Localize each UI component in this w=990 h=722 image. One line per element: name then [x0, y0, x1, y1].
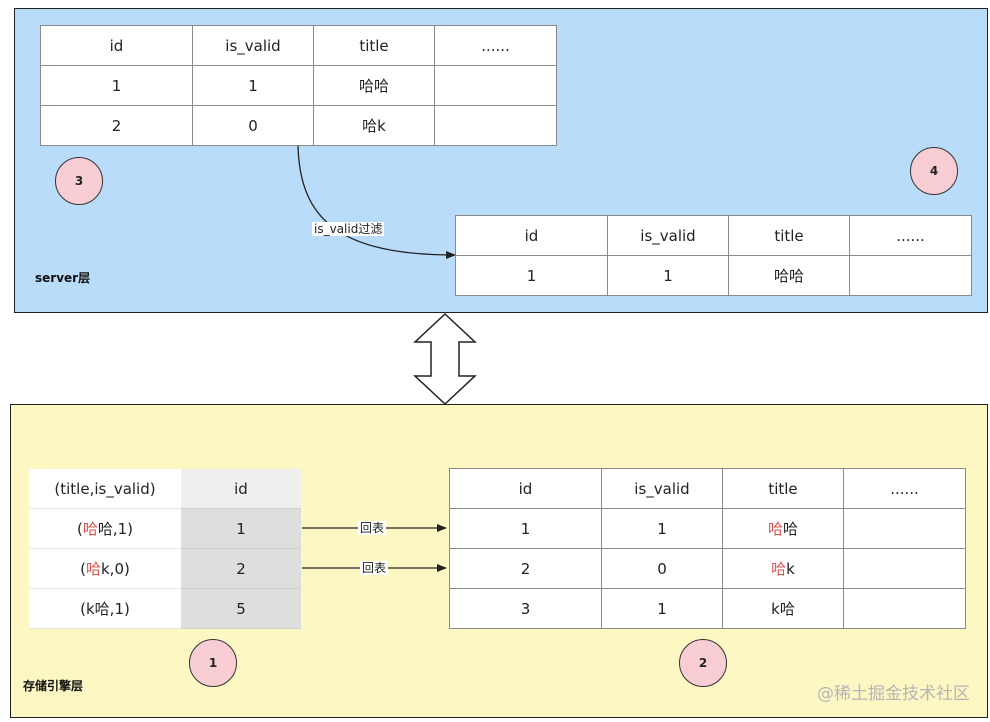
table-row: 1 1 哈哈	[40, 65, 557, 106]
cell	[843, 588, 966, 629]
table-row: 1 1 哈哈	[455, 255, 972, 296]
cell: 哈k	[313, 105, 435, 146]
table-header-row: (title,is_valid) id	[29, 469, 301, 509]
header-id: id	[455, 215, 608, 256]
table-row: 1 1 哈哈	[449, 508, 966, 549]
index-id-cell: 1	[181, 508, 301, 549]
cell: 哈哈	[313, 65, 435, 106]
cell: 1	[40, 65, 193, 106]
table-row: (k哈,1) 5	[29, 588, 301, 629]
header-title: title	[313, 25, 435, 66]
table-row: (哈哈,1) 1	[29, 508, 301, 549]
cell: 1	[601, 588, 723, 629]
table-header-row: id is_valid title ......	[455, 215, 972, 256]
table-row: 2 0 哈k	[449, 548, 966, 589]
cell: 哈哈	[728, 255, 850, 296]
title-cell: 哈哈	[722, 508, 844, 549]
index-id-cell: 5	[181, 588, 301, 629]
table-header-row: id is_valid title ......	[449, 468, 966, 509]
index-id-cell: 2	[181, 548, 301, 589]
header-id: id	[181, 469, 301, 509]
cell	[434, 105, 557, 146]
engine-layer-label: 存储引擎层	[23, 679, 84, 693]
cell: 1	[449, 508, 602, 549]
header-is-valid: is_valid	[601, 468, 723, 509]
cell	[843, 548, 966, 589]
index-key-cell: (k哈,1)	[29, 588, 181, 629]
step-badge-1: 1	[189, 639, 237, 687]
index-key-cell: (哈哈,1)	[29, 508, 181, 549]
cell	[849, 255, 972, 296]
table-row: (哈k,0) 2	[29, 548, 301, 589]
header-more: ......	[843, 468, 966, 509]
watermark: @稀土掘金技术社区	[817, 684, 970, 704]
data-table: id is_valid title ...... 1 1 哈哈 2 0 哈k 3…	[449, 468, 966, 629]
table-row: 2 0 哈k	[40, 105, 557, 146]
server-layer-label: server层	[35, 271, 91, 285]
cell: 1	[607, 255, 729, 296]
step-badge-4: 4	[910, 147, 958, 195]
step-badge-2: 2	[679, 639, 727, 687]
double-arrow-icon	[413, 312, 477, 406]
title-cell: 哈k	[722, 548, 844, 589]
index-key-cell: (哈k,0)	[29, 548, 181, 589]
cell: 0	[601, 548, 723, 589]
server-table-before: id is_valid title ...... 1 1 哈哈 2 0 哈k	[40, 25, 557, 146]
step-badge-3: 3	[55, 157, 103, 205]
header-more: ......	[434, 25, 557, 66]
header-id: id	[449, 468, 602, 509]
lookup-label-2: 回表	[360, 561, 389, 575]
filter-label: is_valid过滤	[312, 222, 385, 236]
cell: 0	[192, 105, 314, 146]
header-id: id	[40, 25, 193, 66]
cell: 1	[601, 508, 723, 549]
header-index-key: (title,is_valid)	[29, 469, 181, 509]
header-is-valid: is_valid	[192, 25, 314, 66]
header-title: title	[722, 468, 844, 509]
table-row: 3 1 k哈	[449, 588, 966, 629]
server-table-after: id is_valid title ...... 1 1 哈哈	[455, 215, 972, 296]
index-table: (title,is_valid) id (哈哈,1) 1 (哈k,0) 2 (k…	[29, 469, 301, 629]
header-title: title	[728, 215, 850, 256]
storage-engine-layer: (title,is_valid) id (哈哈,1) 1 (哈k,0) 2 (k…	[10, 404, 988, 718]
title-cell: k哈	[722, 588, 844, 629]
header-more: ......	[849, 215, 972, 256]
cell: 3	[449, 588, 602, 629]
server-layer: id is_valid title ...... 1 1 哈哈 2 0 哈k i…	[14, 8, 988, 313]
cell: 1	[192, 65, 314, 106]
table-header-row: id is_valid title ......	[40, 25, 557, 66]
cell: 1	[455, 255, 608, 296]
header-is-valid: is_valid	[607, 215, 729, 256]
cell	[843, 508, 966, 549]
cell: 2	[449, 548, 602, 589]
cell	[434, 65, 557, 106]
lookup-label-1: 回表	[358, 521, 387, 535]
cell: 2	[40, 105, 193, 146]
